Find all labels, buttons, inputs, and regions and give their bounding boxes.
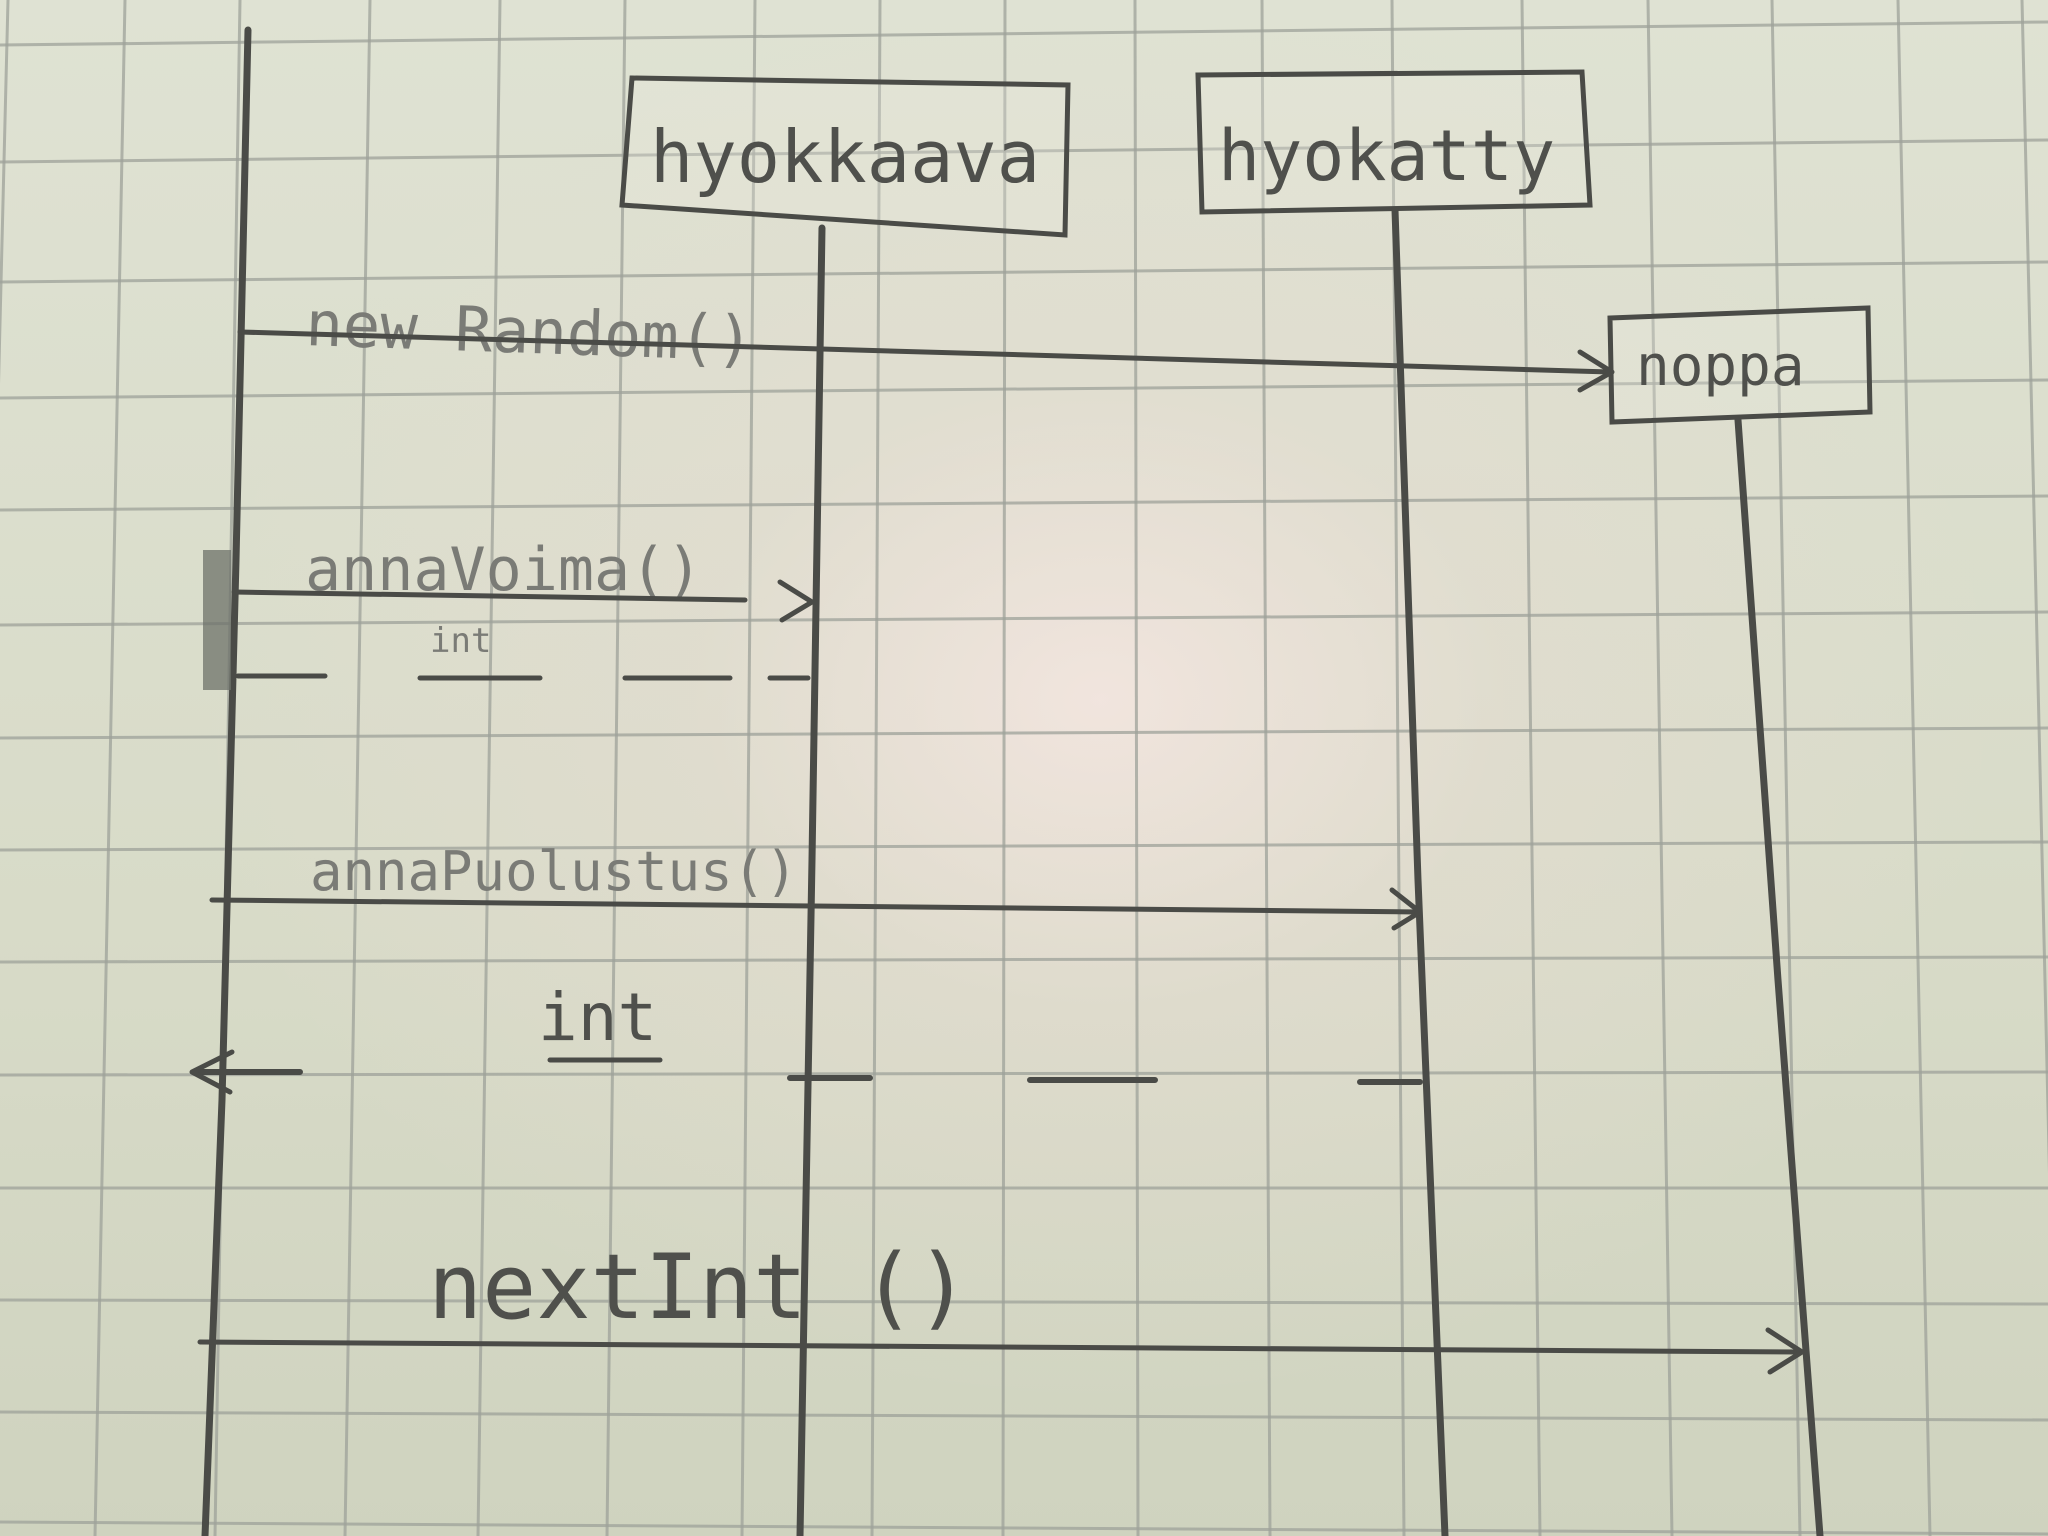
participant-noppa: noppa [1607, 305, 1873, 1536]
message-label: nextInt () [428, 1235, 970, 1340]
message-return-int-1: int [235, 621, 811, 681]
message-label: new Random() [304, 287, 754, 376]
message-label: int [538, 979, 657, 1056]
participant-label: hyokatty [1218, 115, 1555, 197]
caller-lifeline [201, 26, 252, 1536]
message-label: annaPuolustus() [310, 840, 798, 903]
message-nextint: nextInt () [197, 1235, 1805, 1375]
message-annapuolustus: annaPuolustus() [209, 840, 1423, 931]
participant-label: noppa [1636, 334, 1805, 399]
caller-activation-bar [203, 550, 231, 690]
participant-hyokkaava: hyokkaava [619, 75, 1071, 1536]
message-return-int-2: int [189, 979, 1423, 1095]
message-new-random: new Random() [237, 287, 1615, 393]
participant-label: hyokkaava [650, 115, 1040, 199]
noppa-lifeline [1734, 416, 1824, 1536]
message-annavoima: annaVoima() [231, 535, 815, 623]
message-label: int [430, 621, 491, 661]
participant-hyokatty: hyokatty [1195, 69, 1593, 1536]
hyokkaava-lifeline [796, 224, 826, 1536]
hyokatty-lifeline [1391, 206, 1449, 1536]
